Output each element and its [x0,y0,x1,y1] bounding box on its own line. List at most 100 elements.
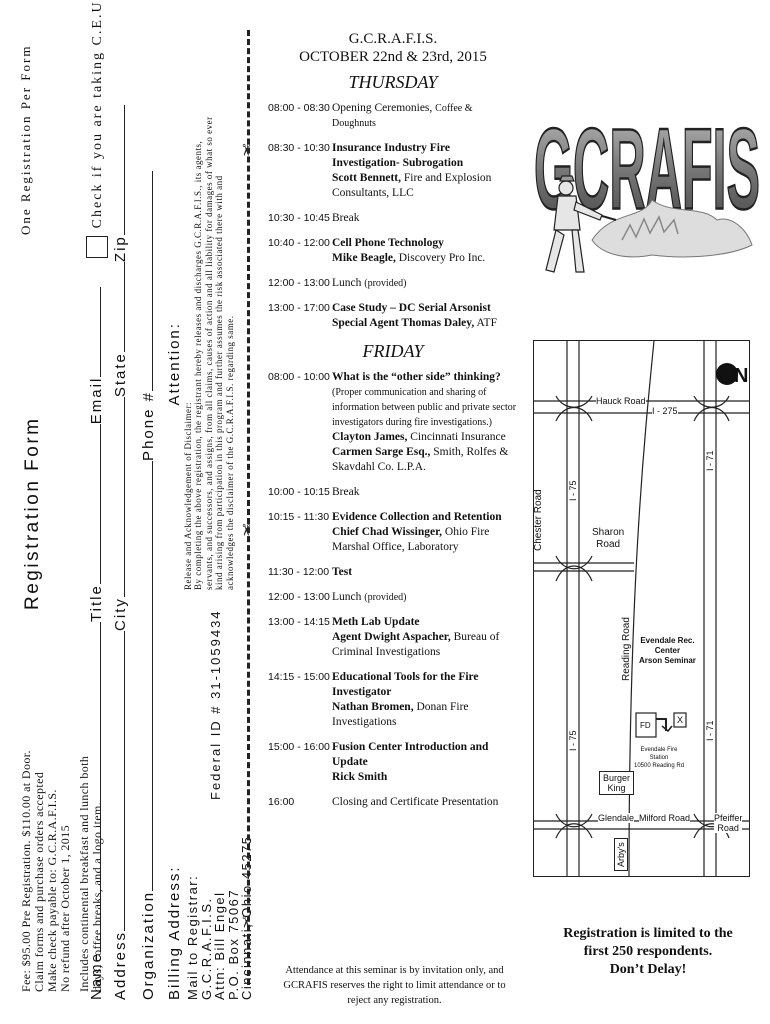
ceu-checkbox[interactable] [86,236,108,259]
session-body: Break [332,485,518,500]
mail-line: Mail to Registrar: [185,874,200,1000]
session-title: Opening Ceremonies, [332,102,433,114]
attention-label: Attention: [166,322,183,406]
phone-field[interactable] [151,171,153,392]
organization-row: Organization Phone # [140,171,157,1000]
glendale-label: Glendale [598,813,635,823]
center-label: Evendale Rec. Center Arson Seminar [639,636,696,665]
north-label: N [734,365,749,387]
session-speaker: Chief Chad Wissinger, [332,526,443,538]
session-affiliation: Discovery Pro Inc. [398,252,486,264]
session-time: 08:00 - 10:00 [268,371,330,383]
session-speaker: Carmen Sarge Esq., [332,446,431,458]
session-speaker: Clayton James, [332,431,408,443]
session-affiliation: Cincinnati Insurance [410,431,506,443]
state-label: State [112,352,129,398]
cut-line [247,30,250,985]
organization-label: Organization [140,890,157,1000]
reading-road-label: Reading Road [621,617,632,681]
phone-label: Phone # [140,391,157,461]
address-field[interactable] [123,630,125,931]
event-dates: OCTOBER 22nd & 23rd, 2015 [299,49,487,65]
sharon-road-label: Sharon Road [592,527,625,550]
email-field[interactable] [98,286,101,377]
session-title: Educational Tools for the Fire Investiga… [332,671,479,698]
scissors-icon: ✂ [236,143,254,157]
session-body: Lunch (provided) [332,276,518,291]
chester-road-label: Chester Road [533,489,544,551]
name-field[interactable] [98,621,101,952]
title-field[interactable] [98,424,101,585]
session-speaker: Rick Smith [332,771,388,783]
name-label: Name [87,951,105,1000]
fire-station-label: Evendale Fire Station 10500 Reading Rd [634,747,685,769]
session-title: Closing and Certificate Presentation [332,796,499,808]
billing-row: Billing Address:Attention: [166,322,183,1000]
i71-top-label: I - 71 [705,450,715,471]
session-title: Cell Phone Technology [332,237,444,249]
session-title: Evidence Collection and Retention [332,511,502,523]
hauck-road-label: Hauck Road [596,396,646,406]
session-time: 15:00 - 16:00 [268,741,330,753]
session-time: 10:40 - 12:00 [268,237,330,249]
session-time: 10:30 - 10:45 [268,212,330,224]
scissors-icon: ✂ [236,523,254,537]
session-time: 10:15 - 11:30 [268,511,330,523]
session-note: (Proper communication and sharing of inf… [332,387,517,428]
attendance-note: Attendance at this seminar is by invitat… [283,965,506,1006]
directions-map: N Hauck Road I - 275 Chester Road I - 75… [533,340,750,877]
session-title: Fusion Center Introduction and Update [332,741,489,768]
session-title: Break [332,212,360,224]
session-body: Opening Ceremonies, Coffee & Doughnuts [332,101,518,131]
session-body: What is the “other side” thinking? (Prop… [332,370,518,475]
thursday-heading: THURSDAY [348,72,438,92]
session-title: Test [332,566,353,578]
gcrafis-logo: GCRAFIS [533,105,761,273]
session-time: 11:30 - 12:00 [268,566,330,578]
pfeiffer-road-label: Pfeiffer Road [714,813,743,833]
flame-icon [591,199,753,258]
session-affiliation: ATF [476,317,497,329]
zip-label: Zip [112,235,129,263]
registration-title: Registration Form [22,416,43,611]
session-title: What is the “other side” thinking? [332,371,501,383]
fd-label: FD [640,721,651,730]
address-row: AddressCityStateZip [112,105,129,1000]
city-field[interactable] [123,397,125,598]
fee-line: No refund after October 1, 2015 [58,824,72,992]
one-per-form: One Registration Per Form [18,44,33,235]
mail-line: G.C.R.A.F.I.S. [198,897,214,1000]
scissors-icon: ✂ [236,915,254,929]
zip-field[interactable] [123,105,125,236]
session-body: Closing and Certificate Presentation [332,795,518,810]
org-name: G.C.R.A.F.I.S. [348,31,438,47]
city-label: City [112,597,129,631]
session-time: 12:00 - 13:00 [268,277,330,289]
session-body: Lunch (provided) [332,590,518,605]
session-title: Break [332,486,360,498]
burger-king-label: Burger King [599,771,635,795]
arbys-label: Arby's [614,838,628,871]
session-speaker: Mike Beagle, [332,252,396,264]
organization-field[interactable] [151,460,153,891]
session-note: Coffee & Doughnuts [332,103,473,129]
session-time: 10:00 - 10:15 [268,486,330,498]
milford-road-label: Milford Road [639,813,691,823]
state-field[interactable] [123,262,125,353]
session-affiliation: Fire and Explosion Consultants, LLC [332,172,492,199]
i75-top-label: I - 75 [568,480,578,501]
